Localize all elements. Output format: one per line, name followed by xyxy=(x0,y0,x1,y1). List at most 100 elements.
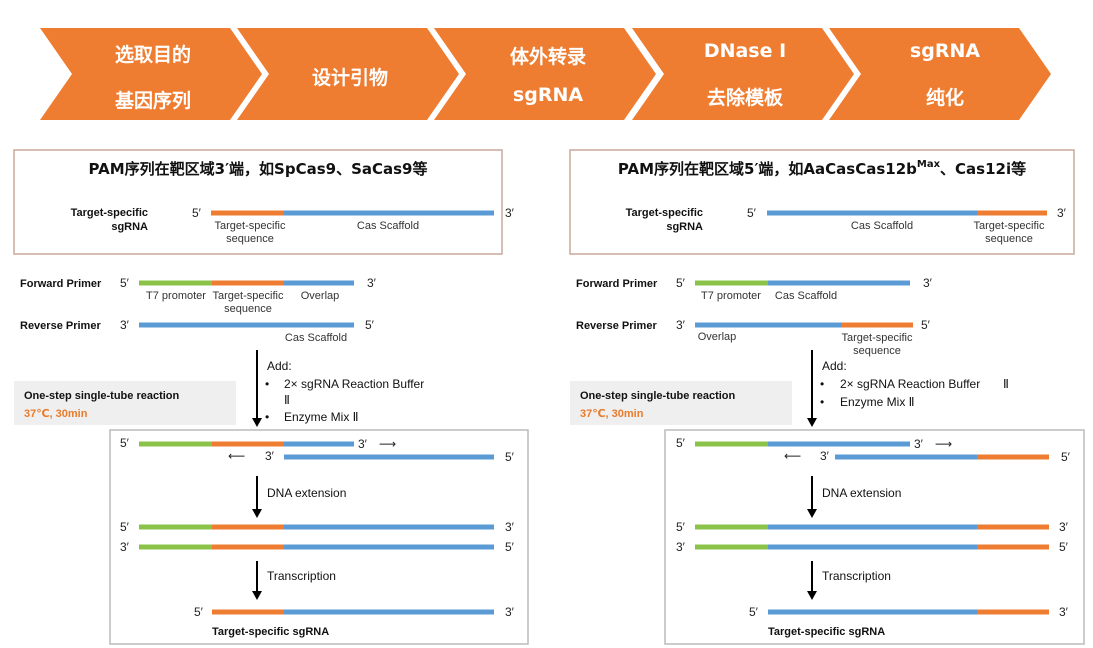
right-panel-title-sup: Max xyxy=(917,159,941,170)
right-reverse-5-end: 5′ xyxy=(921,318,931,332)
left-forward-target-label-1: Target-specific xyxy=(213,290,284,302)
right-sgrna-target-label-1: Target-specific xyxy=(974,220,1045,232)
left-result-label: Target-specific sgRNA xyxy=(212,626,329,638)
right-product-5-end: 5′ xyxy=(749,605,759,619)
step-4-label-line-1: DNase I xyxy=(704,40,786,62)
left-sgrna-target-label-1: Target-specific xyxy=(215,220,286,232)
step-4-chevron xyxy=(632,28,854,120)
left-bullet-2: • xyxy=(265,410,269,424)
right-ds-bottom-3-end: 3′ xyxy=(676,540,686,554)
step-2-chevron xyxy=(237,28,459,120)
right-anneal-top-5-end: 5′ xyxy=(676,436,686,450)
right-anneal-top-3-end: 3′ xyxy=(914,437,924,451)
right-forward-scaffold-label: Cas Scaffold xyxy=(775,290,837,302)
step-1-label-line-2: 基因序列 xyxy=(114,89,191,112)
right-forward-5-end: 5′ xyxy=(676,276,686,290)
right-sgrna-3-end: 3′ xyxy=(1057,206,1067,220)
left-sgrna-label-1: Target-specific xyxy=(71,207,148,219)
left-reagent-1: 2× sgRNA Reaction Buffer xyxy=(284,377,424,391)
right-panel: PAM序列在靶区域5′端，如AaCasCas12bMax、Cas12i等 Tar… xyxy=(569,149,1085,645)
left-anneal-top-arrow: ⟶ xyxy=(379,437,396,451)
left-ds-bottom-5-end: 5′ xyxy=(505,540,515,554)
right-overlap-label: Overlap xyxy=(698,331,737,343)
left-sgrna-3-end: 3′ xyxy=(505,206,515,220)
right-sgrna-label-1: Target-specific xyxy=(626,207,703,219)
right-bullet-2: • xyxy=(820,395,824,409)
left-anneal-bottom-3-end: 3′ xyxy=(265,449,275,463)
right-result-label: Target-specific sgRNA xyxy=(768,626,885,638)
left-reverse-3-end: 3′ xyxy=(120,318,130,332)
right-reagent-1-roman: Ⅱ xyxy=(1003,377,1009,391)
right-ds-bottom-5-end: 5′ xyxy=(1059,540,1069,554)
left-reaction-conditions: 37℃, 30min xyxy=(24,408,88,420)
right-panel-title: PAM序列在靶区域5′端，如AaCasCas12bMax、Cas12i等 xyxy=(618,159,1026,178)
right-reaction-title: One-step single-tube reaction xyxy=(580,390,736,402)
left-product-5-end: 5′ xyxy=(194,605,204,619)
right-sgrna-target-label-2: sequence xyxy=(985,233,1033,245)
left-reaction-box xyxy=(14,381,236,425)
left-add-label: Add: xyxy=(267,359,292,373)
step-3-label-line-2: sgRNA xyxy=(513,84,583,106)
left-ds-top-5-end: 5′ xyxy=(120,520,130,534)
right-reaction-conditions: 37℃, 30min xyxy=(580,408,644,420)
right-bullet-1: • xyxy=(820,377,824,391)
right-ds-top-5-end: 5′ xyxy=(676,520,686,534)
left-ds-bottom-3-end: 3′ xyxy=(120,540,130,554)
left-panel: PAM序列在靶区域3′端，如SpCas9、SaCas9等 Target-spec… xyxy=(13,149,529,645)
right-forward-primer-label: Forward Primer xyxy=(576,278,658,290)
left-reagent-1-roman: Ⅱ xyxy=(284,393,290,407)
step-5-label-line-2: 纯化 xyxy=(926,86,964,109)
left-anneal-bottom-arrow: ⟵ xyxy=(228,449,245,463)
step-4-label-line-2: 去除模板 xyxy=(707,86,784,109)
right-sgrna-scaffold-label: Cas Scaffold xyxy=(851,220,913,232)
right-anneal-bottom-arrow: ⟵ xyxy=(784,449,801,463)
right-dna-extension-label: DNA extension xyxy=(822,486,901,500)
right-transcription-arrow-head xyxy=(807,591,817,600)
right-reagent-1: 2× sgRNA Reaction Buffer xyxy=(840,377,980,391)
step-3-label-line-1: 体外转录 xyxy=(510,45,586,68)
step-1-label-line-1: 选取目的 xyxy=(115,43,191,66)
left-anneal-top-5-end: 5′ xyxy=(120,436,130,450)
step-2-label-line-1: 设计引物 xyxy=(312,66,388,89)
left-reaction-title: One-step single-tube reaction xyxy=(24,390,180,402)
left-reverse-scaffold-label: Cas Scaffold xyxy=(285,332,347,344)
left-forward-primer-label: Forward Primer xyxy=(20,278,102,290)
right-ds-top-3-end: 3′ xyxy=(1059,520,1069,534)
workflow-banner: 选取目的 基因序列 设计引物 体外转录 sgRNA DNase I 去除模板 s… xyxy=(40,28,1051,120)
left-sgrna-5-end: 5′ xyxy=(192,206,202,220)
right-reverse-3-end: 3′ xyxy=(676,318,686,332)
left-sgrna-frame xyxy=(13,149,503,255)
left-forward-target-label-2: sequence xyxy=(224,303,272,315)
left-bullet-1: • xyxy=(265,377,269,391)
right-reverse-primer-label: Reverse Primer xyxy=(576,320,657,332)
right-anneal-bottom-3-end: 3′ xyxy=(820,449,830,463)
left-anneal-bottom-5-end: 5′ xyxy=(505,450,515,464)
left-panel-title: PAM序列在靶区域3′端，如SpCas9、SaCas9等 xyxy=(88,160,427,178)
right-reagent-2: Enzyme Mix Ⅱ xyxy=(840,395,915,409)
left-t7-promoter-label: T7 promoter xyxy=(146,290,206,302)
left-anneal-top-3-end: 3′ xyxy=(358,437,368,451)
right-reverse-target-label-2: sequence xyxy=(853,345,901,357)
right-t7-promoter-label: T7 promoter xyxy=(701,290,761,302)
left-reverse-primer-label: Reverse Primer xyxy=(20,320,101,332)
right-reaction-frame xyxy=(664,429,1085,645)
right-reverse-target-label-1: Target-specific xyxy=(842,332,913,344)
left-reaction-frame xyxy=(109,429,529,645)
right-anneal-top-arrow: ⟶ xyxy=(935,437,952,451)
right-sgrna-5-end: 5′ xyxy=(747,206,757,220)
right-add-label: Add: xyxy=(822,359,847,373)
left-ds-top-3-end: 3′ xyxy=(505,520,515,534)
left-forward-5-end: 5′ xyxy=(120,276,130,290)
step-1-chevron xyxy=(40,28,262,120)
right-transcription-label: Transcription xyxy=(822,569,891,583)
step-5-label-line-1: sgRNA xyxy=(910,40,980,62)
left-extension-arrow-head xyxy=(252,509,262,518)
right-anneal-bottom-5-end: 5′ xyxy=(1061,450,1071,464)
step-3-chevron xyxy=(434,28,656,120)
left-reverse-5-end: 5′ xyxy=(365,318,375,332)
right-sgrna-label-2: sgRNA xyxy=(666,221,703,233)
left-sgrna-scaffold-label: Cas Scaffold xyxy=(357,220,419,232)
left-sgrna-label-2: sgRNA xyxy=(111,221,148,233)
right-panel-title-main: PAM序列在靶区域5′端，如AaCasCas12b xyxy=(618,160,917,178)
